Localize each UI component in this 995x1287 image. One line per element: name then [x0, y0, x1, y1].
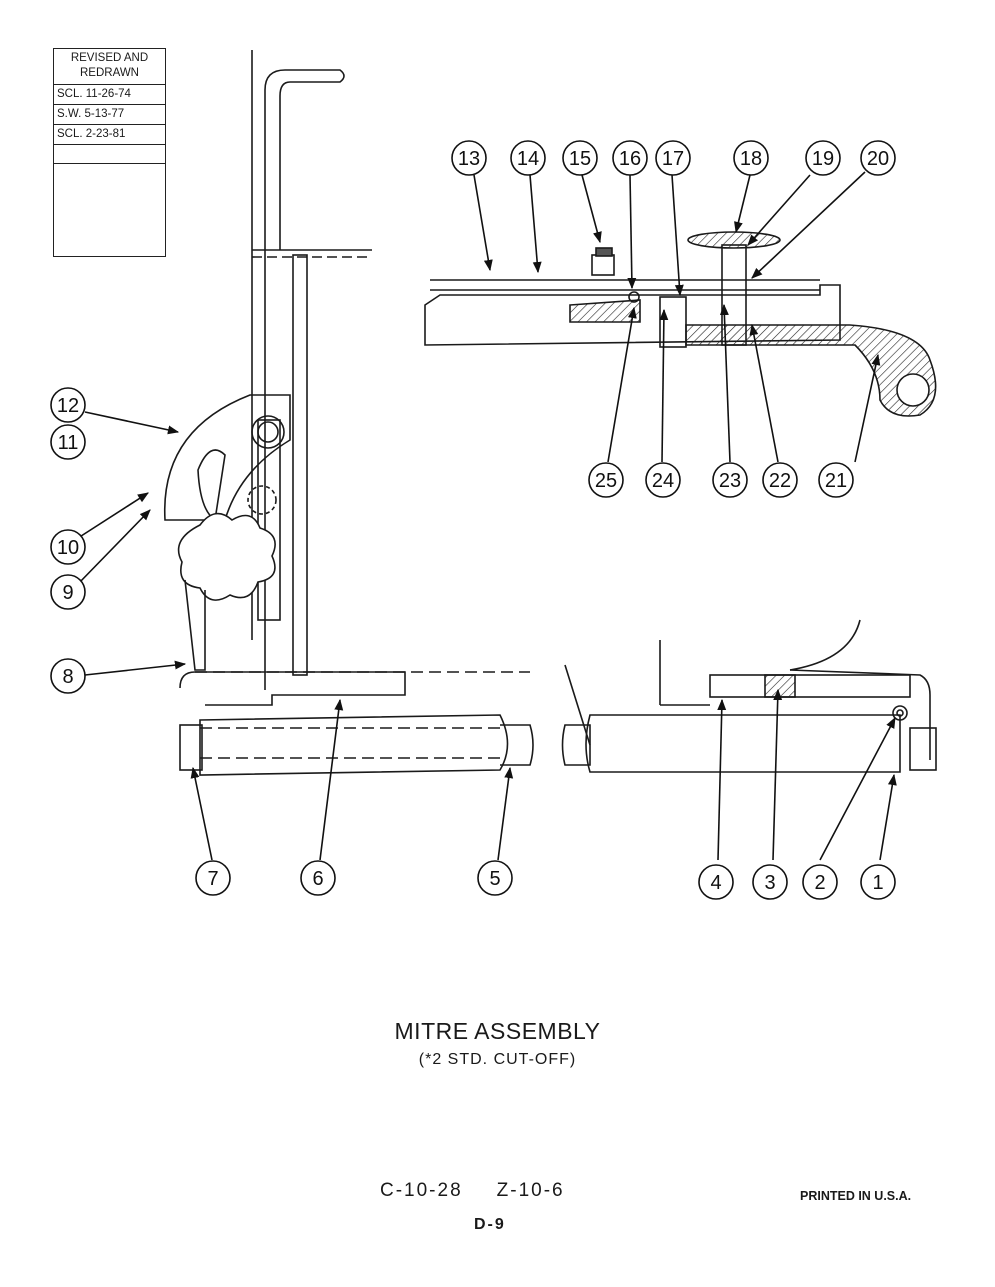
svg-text:7: 7: [207, 868, 218, 890]
callout-15: 15: [562, 140, 598, 176]
callout-10: 10: [50, 529, 86, 565]
callout-14: 14: [510, 140, 546, 176]
leader-arrows: [77, 171, 897, 861]
svg-text:6: 6: [312, 868, 323, 890]
callout-24: 24: [645, 462, 681, 498]
callout-13: 13: [451, 140, 487, 176]
section-view: [424, 231, 937, 417]
svg-text:9: 9: [62, 582, 73, 604]
callout-23: 23: [712, 462, 748, 498]
protractor-quadrant: [163, 394, 291, 522]
drawing-numbers: C-10-28 Z-10-6: [380, 1180, 599, 1202]
callout-2: 2: [802, 864, 838, 900]
svg-text:25: 25: [595, 470, 617, 492]
callout-16: 16: [612, 140, 648, 176]
revision-entry: SCL. 11-26-74: [54, 85, 165, 105]
callout-3: 3: [752, 864, 788, 900]
printed-note: PRINTED IN U.S.A.: [800, 1189, 912, 1203]
page-number: D-9: [474, 1216, 506, 1233]
svg-text:20: 20: [867, 148, 889, 170]
callout-17: 17: [655, 140, 691, 176]
svg-text:5: 5: [489, 868, 500, 890]
revision-header-line2: REDRAWN: [80, 67, 139, 79]
svg-text:10: 10: [57, 537, 79, 559]
svg-text:21: 21: [825, 470, 847, 492]
callout-12: 12: [50, 387, 86, 423]
svg-text:1: 1: [872, 872, 883, 894]
svg-text:8: 8: [62, 666, 73, 688]
callout-22: 22: [762, 462, 798, 498]
callout-20: 20: [860, 140, 896, 176]
svg-text:13: 13: [458, 148, 480, 170]
revision-block-tail: [54, 164, 165, 256]
callout-1: 1: [860, 864, 896, 900]
svg-text:14: 14: [517, 148, 539, 170]
base-bar-right: [561, 619, 937, 773]
callout-21: 21: [818, 462, 854, 498]
svg-text:3: 3: [764, 872, 775, 894]
revision-entry-blank: [54, 145, 165, 164]
svg-text:12: 12: [57, 395, 79, 417]
callout-6: 6: [300, 860, 336, 896]
revision-header-line1: REVISED AND: [70, 52, 149, 64]
callout-11: 11: [50, 424, 86, 460]
revision-entry: S.W. 5-13-77: [54, 105, 165, 125]
callout-7: 7: [195, 860, 231, 896]
callout-4: 4: [698, 864, 734, 900]
drawing-number-1: C-10-28: [380, 1180, 463, 1201]
vertical-post: [251, 50, 372, 690]
revision-block: REVISED AND REDRAWN SCL. 11-26-74 S.W. 5…: [53, 48, 166, 257]
drawing-number-2: Z-10-6: [496, 1180, 565, 1201]
svg-text:18: 18: [740, 148, 762, 170]
svg-text:15: 15: [569, 148, 591, 170]
svg-text:16: 16: [619, 148, 641, 170]
svg-text:23: 23: [719, 470, 741, 492]
callout-19: 19: [805, 140, 841, 176]
callout-8: 8: [50, 658, 86, 694]
callout-9: 9: [50, 574, 86, 610]
callout-balloons: 13 14 15 16 17 18 19 20 25 24 23 22 21 1…: [50, 140, 896, 900]
revision-header: REVISED AND REDRAWN: [54, 49, 165, 85]
svg-text:22: 22: [769, 470, 791, 492]
drawing-title: MITRE ASSEMBLY: [394, 1018, 601, 1044]
svg-text:11: 11: [58, 432, 79, 454]
drawing-subtitle: (*2 STD. CUT-OFF): [418, 1051, 577, 1068]
svg-text:24: 24: [652, 470, 674, 492]
callout-18: 18: [733, 140, 769, 176]
revision-entry: SCL. 2-23-81: [54, 125, 165, 145]
svg-text:4: 4: [710, 872, 721, 894]
callout-25: 25: [588, 462, 624, 498]
svg-text:2: 2: [814, 872, 825, 894]
star-knob: [177, 512, 276, 601]
svg-text:19: 19: [812, 148, 834, 170]
support-body: [184, 579, 206, 671]
callout-5: 5: [477, 860, 513, 896]
base-bar-left: [179, 671, 534, 776]
svg-text:17: 17: [662, 148, 684, 170]
